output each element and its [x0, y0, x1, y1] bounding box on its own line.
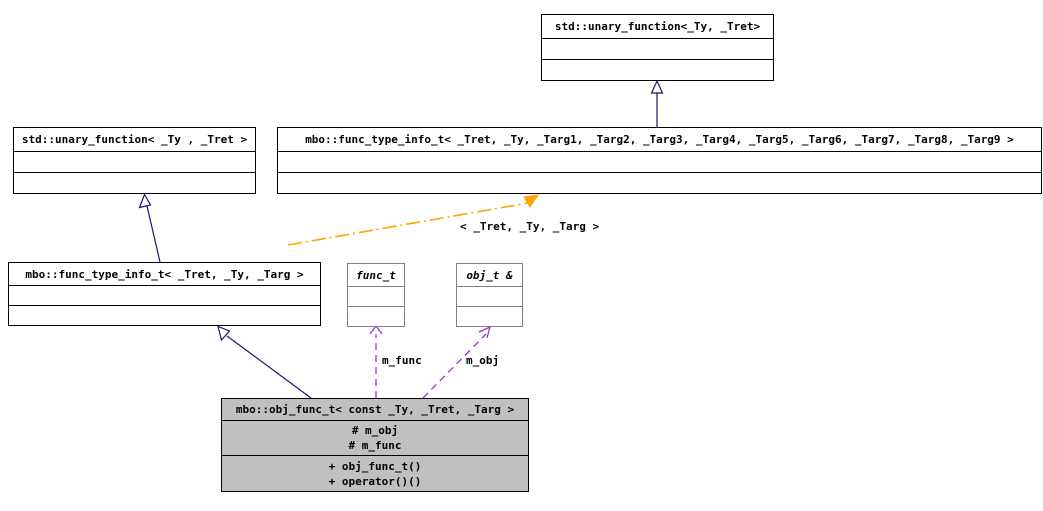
edge-usage-m-func — [369, 324, 383, 398]
node-title-compartment: obj_t & — [457, 264, 522, 286]
node-title: mbo::func_type_info_t< _Tret, _Ty, _Targ… — [25, 267, 304, 281]
node-title: std::unary_function<_Ty, _Tret> — [554, 20, 761, 33]
node-std-unary-function-left[interactable]: std::unary_function< _Ty , _Tret > — [13, 127, 256, 194]
edge-label-m-func: m_func — [382, 354, 422, 367]
edge-label-template-binding: < _Tret, _Ty, _Targ > — [460, 220, 600, 233]
node-title: std::unary_function< _Ty , _Tret > — [21, 133, 248, 146]
node-attributes-compartment — [14, 151, 255, 172]
edge-inheritance-functypeinfo-to-unaryfunction-top — [650, 79, 664, 127]
edge-inheritance-functypeinfospec-to-unaryfunction-left — [138, 193, 161, 263]
node-title: func_t — [356, 268, 396, 282]
node-func-type-info-t-full[interactable]: mbo::func_type_info_t< _Tret, _Ty, _Targ… — [277, 127, 1042, 194]
node-operations-compartment — [14, 172, 255, 193]
node-title: mbo::func_type_info_t< _Tret, _Ty, _Targ… — [305, 133, 1014, 146]
node-attributes-compartment — [9, 285, 320, 305]
node-operations-compartment — [542, 59, 773, 80]
node-operations-compartment — [9, 305, 320, 325]
node-attributes-compartment — [348, 286, 404, 306]
node-attributes-compartment — [542, 38, 773, 59]
node-title: mbo::obj_func_t< const _Ty, _Tret, _Targ… — [235, 403, 515, 416]
node-attributes-compartment: # m_obj # m_func — [222, 420, 528, 455]
node-operations-compartment — [278, 172, 1041, 193]
node-func-t[interactable]: func_t — [347, 263, 405, 327]
node-attribute: # m_obj — [351, 424, 399, 437]
node-attributes-compartment — [278, 151, 1041, 172]
node-operations-compartment: + obj_func_t() + operator()() — [222, 455, 528, 491]
node-operations-compartment — [348, 306, 404, 326]
node-obj-t-ref[interactable]: obj_t & — [456, 263, 523, 327]
node-title: obj_t & — [466, 268, 513, 282]
node-title-compartment: std::unary_function< _Ty , _Tret > — [14, 128, 255, 151]
node-attribute: # m_func — [348, 439, 402, 452]
node-title-compartment: mbo::func_type_info_t< _Tret, _Ty, _Targ… — [278, 128, 1041, 151]
edge-label-m-obj: m_obj — [466, 354, 500, 367]
node-func-type-info-t-spec[interactable]: mbo::func_type_info_t< _Tret, _Ty, _Targ… — [8, 262, 321, 326]
node-operation: + obj_func_t() — [328, 459, 422, 473]
node-title-compartment: func_t — [348, 264, 404, 286]
node-title-compartment: std::unary_function<_Ty, _Tret> — [542, 15, 773, 38]
node-title-compartment: mbo::func_type_info_t< _Tret, _Ty, _Targ… — [9, 263, 320, 285]
node-std-unary-function-top[interactable]: std::unary_function<_Ty, _Tret> — [541, 14, 774, 81]
node-operations-compartment — [457, 306, 522, 326]
node-operation: + operator()() — [328, 474, 422, 488]
edge-inheritance-objfunct-to-functypeinfospec — [217, 325, 312, 399]
node-obj-func-t[interactable]: mbo::obj_func_t< const _Ty, _Tret, _Targ… — [221, 398, 529, 492]
node-attributes-compartment — [457, 286, 522, 306]
node-title-compartment: mbo::obj_func_t< const _Ty, _Tret, _Targ… — [222, 399, 528, 420]
